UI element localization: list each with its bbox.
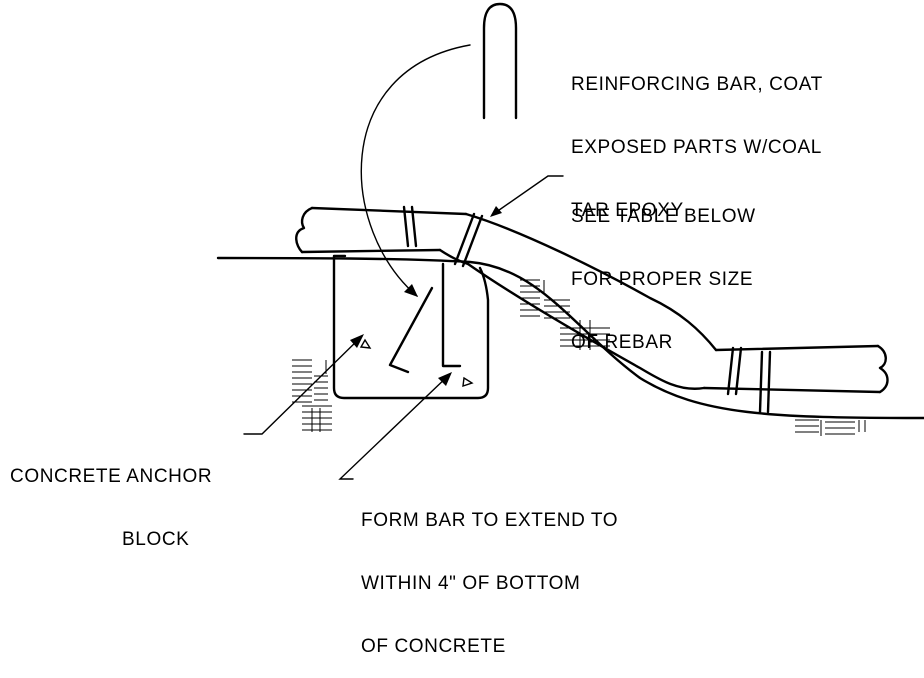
table-note: SEE TABLE BELOW FOR PROPER SIZE OF REBAR xyxy=(571,164,756,374)
table-note-leader xyxy=(491,175,564,216)
anchor-block-label-line: BLOCK xyxy=(122,529,190,550)
form-bar-note-line: WITHIN 4" OF BOTTOM xyxy=(361,573,581,594)
lower-pipe xyxy=(702,344,889,394)
form-bar-note: FORM BAR TO EXTEND TO WITHIN 4" OF BOTTO… xyxy=(361,468,618,678)
form-bar-leader xyxy=(338,373,451,480)
table-note-line: SEE TABLE BELOW xyxy=(571,206,756,227)
pipe-elbow xyxy=(438,248,470,266)
soil-hatch xyxy=(795,419,866,436)
soil-hatch xyxy=(520,279,610,350)
table-note-arrow xyxy=(490,206,502,217)
pipe-coupling xyxy=(453,212,484,268)
form-bar-note-line: FORM BAR TO EXTEND TO xyxy=(361,510,619,531)
pipe-coupling xyxy=(726,346,743,396)
concrete-anchor-block xyxy=(332,254,490,400)
sloped-pipe xyxy=(464,212,718,390)
anchor-block-leader xyxy=(243,335,363,435)
upper-pipe xyxy=(295,206,468,254)
anchor-block-label-line: CONCRETE ANCHOR xyxy=(10,466,213,487)
form-bar-arrow xyxy=(438,372,452,386)
table-note-line: OF REBAR xyxy=(571,332,673,353)
anchor-block-detail-drawing xyxy=(216,2,924,480)
form-bar-note-line: OF CONCRETE xyxy=(361,636,506,657)
aggregate-mark xyxy=(359,338,372,349)
rebar-leader-arc xyxy=(360,44,471,297)
anchor-block-arrow xyxy=(350,334,364,348)
rebar-inset xyxy=(482,2,518,120)
pipe-coupling xyxy=(402,205,418,248)
rebar-note-line: REINFORCING BAR, COAT xyxy=(571,74,823,95)
ground-line xyxy=(216,256,924,420)
rebar-leader-arrow xyxy=(404,284,418,297)
aggregate-mark xyxy=(462,376,474,388)
rebar-note: REINFORCING BAR, COAT EXPOSED PARTS W/CO… xyxy=(571,32,823,242)
anchor-block-label: CONCRETE ANCHOR BLOCK xyxy=(10,424,212,571)
pipe-coupling xyxy=(758,350,772,414)
rebar-note-line: EXPOSED PARTS W/COAL xyxy=(571,137,822,158)
rebar-in-block xyxy=(388,262,462,374)
table-note-line: FOR PROPER SIZE xyxy=(571,269,754,290)
rebar-note-line: TAR EPOXY xyxy=(571,200,684,221)
